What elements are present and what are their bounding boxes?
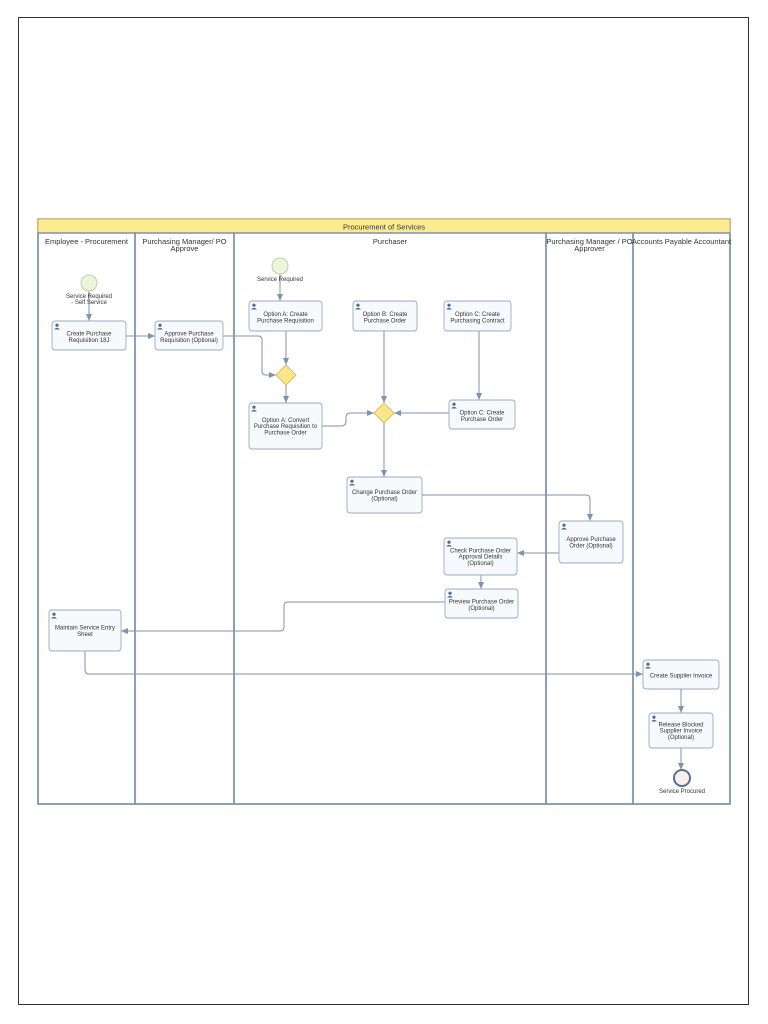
task-label: (Optional)	[468, 606, 494, 612]
task-label: Approve Purchase	[566, 537, 616, 543]
task-change-po[interactable]: Change Purchase Order(Optional)	[346, 476, 423, 514]
user-task-icon	[251, 303, 257, 310]
user-task-icon	[447, 591, 453, 598]
task-label: Option A: Create	[263, 312, 308, 318]
task-label: (Optional)	[467, 561, 493, 567]
start-event-icon	[80, 274, 98, 292]
task-label: Order (Optional)	[569, 543, 612, 549]
task-label: Purchase Order	[461, 417, 503, 423]
task-label: Requisition 18J	[68, 338, 109, 344]
task-label: Option C: Create	[459, 410, 505, 416]
user-task-icon	[157, 323, 163, 330]
sequence-flow	[121, 601, 445, 634]
task-label: (Optional)	[371, 496, 397, 502]
user-task-icon	[651, 715, 657, 722]
task-label: Purchase Requisition to	[254, 424, 318, 430]
user-task-icon	[54, 323, 60, 330]
user-task-icon	[451, 402, 457, 409]
exclusive-gateway-gw1[interactable]	[275, 364, 297, 386]
start-event[interactable]: Service Required	[257, 257, 303, 283]
task-label: Option C: Create	[455, 312, 501, 318]
task-preview-po[interactable]: Preview Purchase Order(Optional)	[444, 588, 519, 619]
task-label: Purchase Requisition	[257, 318, 314, 324]
task-label: Supplier Invoice	[660, 729, 703, 735]
task-label: (Optional)	[668, 735, 694, 741]
lane-title: Purchasing Manager/ PO	[142, 237, 226, 246]
task-label: Sheet	[77, 632, 93, 638]
user-task-icon	[251, 405, 257, 412]
user-task-icon	[645, 662, 651, 669]
task-label: Create Supplier Invoice	[650, 674, 713, 680]
user-task-icon	[446, 540, 452, 547]
pool-title: Procurement of Services	[343, 223, 425, 232]
task-label: Option A: Convert	[262, 418, 310, 424]
user-task-icon	[355, 303, 361, 310]
event-label: - Self Service	[71, 300, 107, 306]
event-label: Service Required	[66, 294, 112, 300]
task-label: Approve Purchase	[164, 331, 214, 337]
user-task-icon	[561, 523, 567, 530]
lane-ap: Accounts Payable Accountant	[632, 232, 732, 805]
task-label: Check Purchase Order	[450, 548, 511, 554]
user-task-icon	[51, 612, 57, 619]
task-label: Release Blocked	[658, 722, 703, 728]
lane-title: Employee - Procurement	[45, 237, 129, 246]
lane-title: Accounts Payable Accountant	[632, 237, 732, 246]
sequence-flow	[322, 410, 374, 427]
task-label: Maintain Service Entry	[55, 625, 115, 631]
task-label: Change Purchase Order	[352, 490, 417, 496]
event-label: Service Procured	[659, 789, 705, 795]
lane-title: Approve	[171, 244, 199, 253]
sequence-flow	[84, 651, 643, 677]
lane-title: Approver	[574, 244, 605, 253]
task-label: Requisition (Optional)	[160, 338, 218, 344]
event-label: Service Required	[257, 277, 303, 283]
lane-title: Purchaser	[373, 237, 408, 246]
sequence-flow	[422, 494, 593, 521]
end-event-icon	[673, 769, 691, 787]
task-label: Approval Details	[459, 555, 503, 561]
task-label: Purchasing Contract	[450, 318, 505, 324]
start-event[interactable]: Service Required- Self Service	[66, 274, 112, 306]
user-task-icon	[349, 479, 355, 486]
user-task-icon	[446, 303, 452, 310]
page-frame	[18, 17, 749, 1005]
task-label: Option B: Create	[363, 312, 408, 318]
end-event[interactable]: Service Procured	[659, 769, 705, 795]
lane-title: Purchasing Manager / PO	[546, 237, 632, 246]
task-label: Purchase Order	[364, 318, 406, 324]
task-create-inv[interactable]: Create Supplier Invoice	[642, 659, 720, 690]
task-label: Create Purchase	[66, 331, 112, 337]
start-event-icon	[271, 257, 289, 275]
exclusive-gateway-gw2[interactable]	[373, 402, 395, 424]
sequence-flow	[223, 335, 276, 378]
task-label: Preview Purchase Order	[449, 599, 514, 605]
task-label: Purchase Order	[264, 430, 306, 436]
